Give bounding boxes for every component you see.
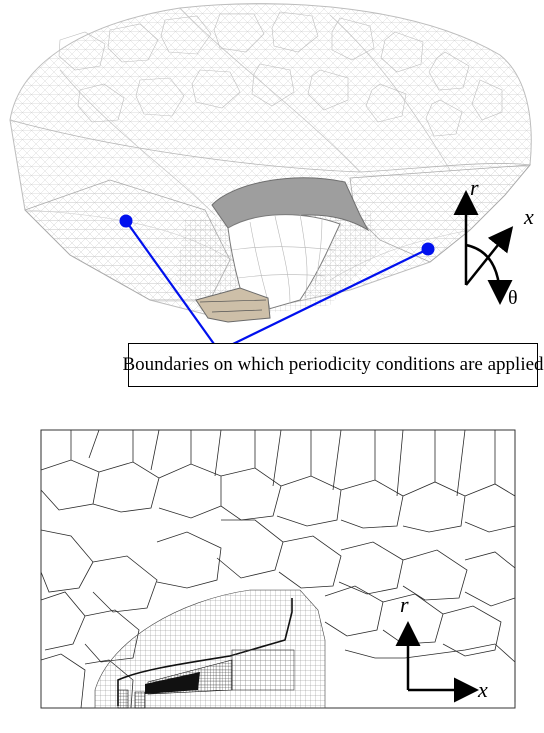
periodicity-annotation-box: Boundaries on which periodicity conditio…	[122, 343, 544, 387]
pointer-line-left	[125, 220, 215, 345]
axis-label-r-3d: r	[470, 175, 479, 200]
structured-block-mesh	[231, 649, 295, 691]
dark-wedge	[145, 672, 200, 694]
axis-label-r-2d: r	[400, 592, 409, 617]
periodicity-pointers	[119, 214, 435, 345]
axis-label-x-3d: x	[523, 204, 534, 229]
pointer-dot-left	[119, 214, 133, 228]
pointer-line-right	[232, 248, 429, 345]
polyhedral-cells-coarse	[40, 429, 516, 709]
axis-label-x-2d: x	[477, 677, 488, 702]
axis-triad-3d	[453, 190, 514, 305]
pointer-dot-right	[421, 242, 435, 256]
periodic-domain-3d: r x θ	[9, 3, 534, 345]
mesh-cross-section: r x	[40, 429, 516, 709]
body-base-region	[195, 287, 271, 323]
axis-label-theta-3d: θ	[508, 287, 518, 309]
axis-pair-2d	[395, 621, 479, 703]
nozzle-body-surface	[227, 214, 341, 316]
